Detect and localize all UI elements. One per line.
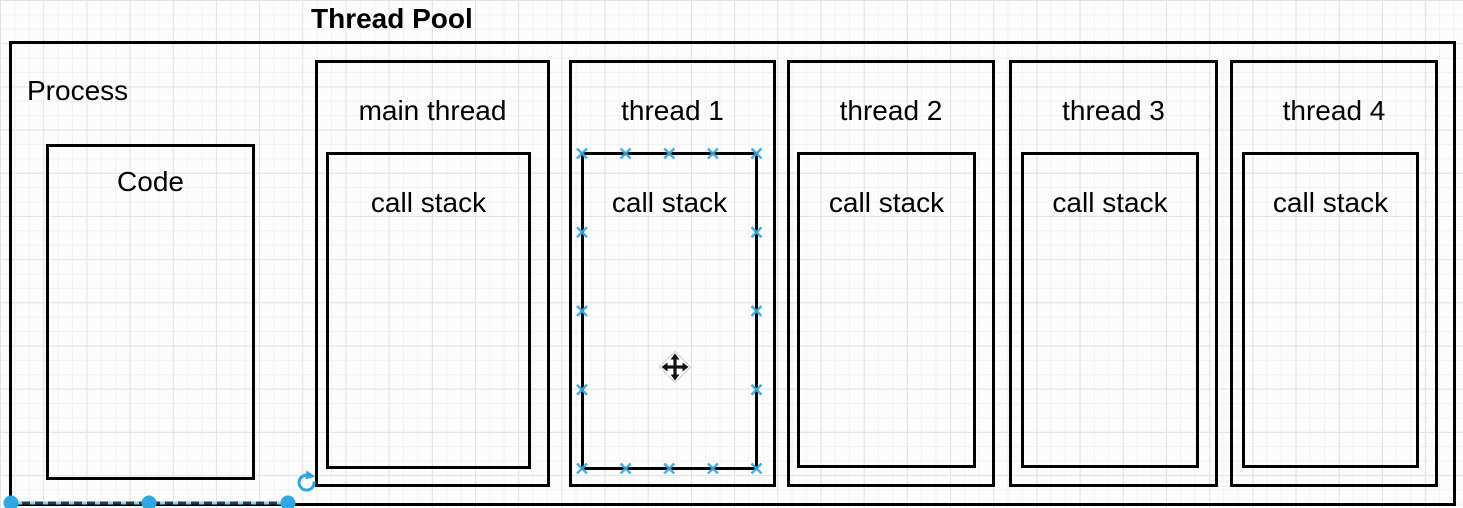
thread-pool-title: Thread Pool <box>311 3 473 34</box>
call-stack-box-4[interactable]: call stack <box>1242 152 1419 468</box>
thread-box-3[interactable]: thread 3 <box>1009 60 1218 487</box>
process-box[interactable] <box>9 41 1456 506</box>
call-stack-label: call stack <box>1272 187 1389 218</box>
thread-box-2[interactable]: thread 2 <box>787 60 995 487</box>
thread-label: thread 1 <box>621 95 724 126</box>
call-stack-box-1[interactable]: call stack <box>581 152 758 470</box>
thread-label: main thread <box>358 95 507 126</box>
call-stack-box-3[interactable]: call stack <box>1021 152 1199 468</box>
call-stack-box-2[interactable]: call stack <box>797 152 976 468</box>
code-box[interactable]: Code <box>46 144 255 480</box>
call-stack-label: call stack <box>611 187 728 218</box>
thread-label: thread 2 <box>839 95 943 126</box>
thread-box-1[interactable]: thread 1 <box>569 60 776 487</box>
thread-box-main[interactable]: main thread <box>315 60 550 487</box>
call-stack-box-main[interactable]: call stack <box>326 152 531 469</box>
code-label: Code <box>117 166 184 197</box>
process-label: Process <box>27 75 129 106</box>
thread-label: thread 4 <box>1282 95 1386 126</box>
thread-box-4[interactable]: thread 4 <box>1230 60 1438 487</box>
call-stack-label: call stack <box>370 187 487 218</box>
thread-label: thread 3 <box>1062 95 1165 126</box>
call-stack-label: call stack <box>828 187 945 218</box>
call-stack-label: call stack <box>1052 187 1168 218</box>
